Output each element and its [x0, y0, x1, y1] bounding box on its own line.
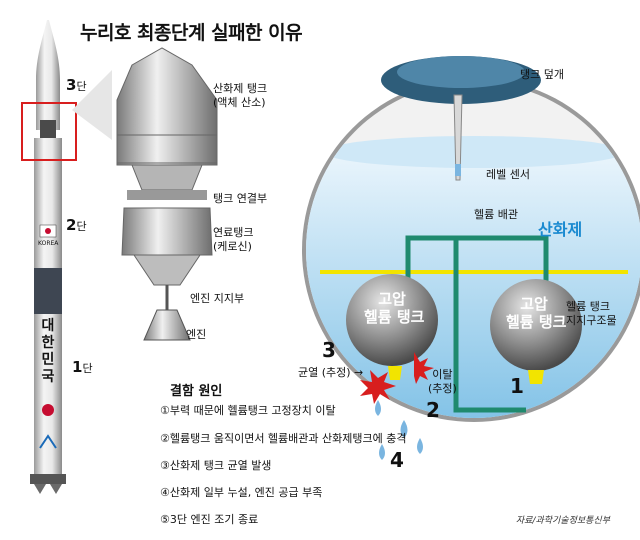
leak-drop-icon	[417, 438, 423, 454]
label-crack: 균열 (추정) →	[298, 366, 364, 379]
label-fuel-tank: 연료탱크(케로신)	[213, 226, 254, 253]
korea-emblem-icon	[42, 404, 54, 416]
detach-burst-icon	[414, 352, 434, 384]
helium-tank-right-icon	[490, 279, 582, 371]
rocket-korea-text: KOREA	[38, 240, 59, 247]
rocket-illustration	[30, 20, 66, 494]
leak-drop-icon	[379, 444, 385, 460]
label-detach: 이탈(추정)	[428, 368, 457, 395]
cause-item: ④산화제 일부 누설, 엔진 공급 부족	[160, 486, 323, 499]
stage3-exploded-view	[72, 47, 218, 341]
stage-1-label: 1단	[72, 358, 93, 376]
leak-drop-icon	[375, 400, 381, 416]
marker-1: 1	[510, 374, 524, 398]
cause-item: ①부력 때문에 헬륨탱크 고정장치 이탈	[160, 404, 336, 417]
lox-tank-detail	[302, 56, 640, 460]
marker-4: 4	[390, 448, 404, 472]
label-level-sensor: 레벨 센서	[486, 168, 530, 181]
cause-item: ②헬륨탱크 움직이면서 헬륨배관과 산화제탱크에 충격	[160, 432, 407, 445]
stage-2-label: 2단	[66, 216, 87, 234]
label-engine: 엔진	[186, 328, 207, 341]
causes-title: 결함 원인	[170, 384, 223, 399]
label-oxidizer: 산화제	[538, 220, 583, 239]
label-engine-support: 엔진 지지부	[190, 292, 245, 305]
cause-item: ③산화제 탱크 균열 발생	[160, 459, 272, 472]
crack-burst-icon	[360, 370, 396, 404]
cause-item: ⑤3단 엔진 조기 종료	[160, 513, 259, 526]
stage-3-label: 3단	[66, 76, 87, 94]
stage3-highlight-box	[21, 102, 77, 161]
label-connector: 탱크 연결부	[213, 192, 268, 205]
helium-tank-left-icon	[346, 274, 438, 366]
label-tank-cover: 탱크 덮개	[520, 68, 564, 81]
source-credit: 자료/과학기술정보통신부	[515, 516, 610, 526]
rocket-name: 대한민국	[41, 318, 55, 385]
marker-3: 3	[322, 338, 336, 362]
marker-2: 2	[426, 398, 440, 422]
label-helium-pipe: 헬륨 배관	[474, 208, 518, 221]
label-lox-tank: 산화제 탱크(액체 산소)	[213, 82, 268, 109]
page-title: 누리호 최종단계 실패한 이유	[80, 22, 303, 44]
leak-drop-icon	[400, 420, 408, 438]
